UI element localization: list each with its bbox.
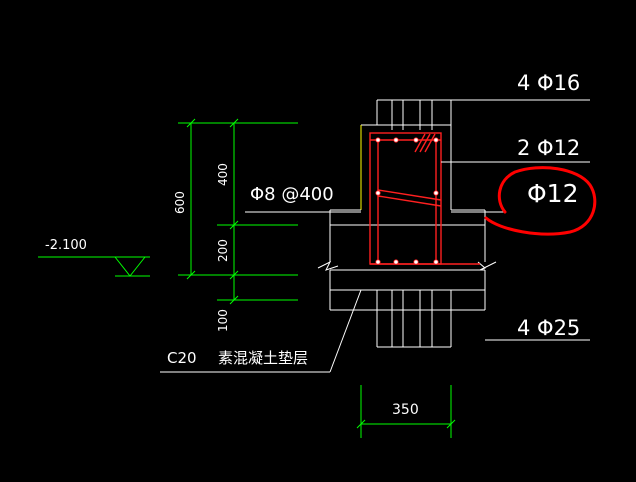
dim-upper: 400 (216, 163, 230, 186)
label-elevation: -2.100 (45, 238, 87, 253)
label-concrete-grade: C20 (167, 349, 197, 367)
label-rebar-top: 4 Φ16 (517, 71, 580, 95)
label-concrete-desc: 素混凝土垫层 (218, 349, 308, 367)
footing-outline (317, 209, 497, 348)
label-rebar-circled: Φ12 (527, 179, 579, 208)
leader-lines (160, 161, 590, 373)
label-rebar-bottom: 4 Φ25 (517, 316, 580, 340)
rebar-cage (369, 132, 480, 265)
column-outline (361, 99, 590, 210)
annotation-circle (484, 166, 597, 236)
dimension-lines (38, 118, 456, 438)
dim-pad: 100 (216, 309, 230, 332)
rebar-dots (375, 137, 439, 265)
dim-total: 600 (173, 191, 187, 214)
label-rebar-mid: 2 Φ12 (517, 136, 580, 160)
dim-lower: 200 (216, 239, 230, 262)
label-stirrup: Φ8 @400 (250, 184, 334, 205)
dim-width: 350 (392, 402, 419, 418)
